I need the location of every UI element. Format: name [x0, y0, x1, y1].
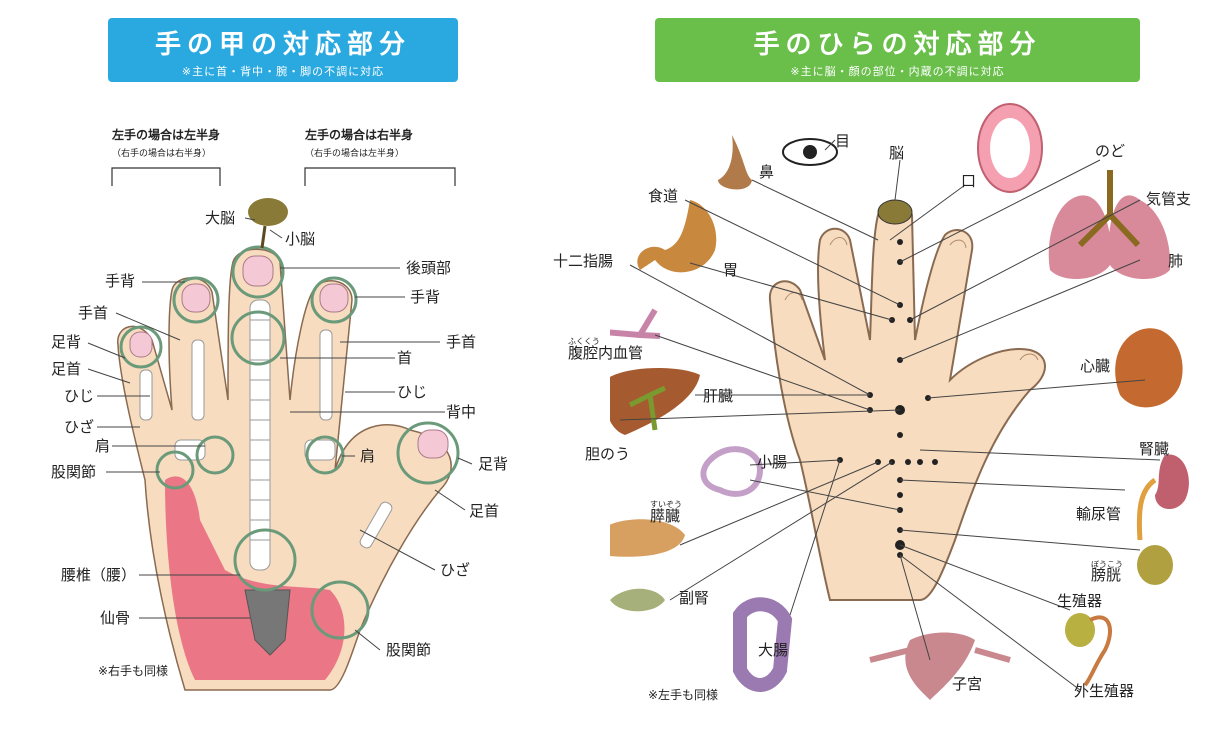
label-cerebellum: 小脳 — [285, 230, 316, 248]
palm-leader-lines — [619, 139, 1161, 691]
palm-panel: 手のひらの対応部分 ※主に脳・顔の部位・内蔵の不調に対応 — [553, 0, 1220, 732]
label-ankle-right: 足首 — [469, 502, 500, 520]
label-bladder-ruby: ぼうこう — [1091, 560, 1123, 569]
label-large-intestine: 大腸 — [758, 641, 789, 659]
label-gallbladder: 胆のう — [585, 445, 631, 463]
bladder-icon — [1137, 545, 1173, 585]
label-footback-left: 足背 — [51, 333, 82, 351]
back-of-hand-title: 手の甲の対応部分 — [154, 30, 411, 60]
back-of-hand-panel: 手の甲の対応部分 ※主に首・背中・腕・脚の不調に対応 左手の場合は左半身 （右手… — [51, 18, 509, 691]
label-ankle-left: 足首 — [51, 360, 82, 378]
palm-subtitle: ※主に脳・顔の部位・内蔵の不調に対応 — [790, 65, 1005, 78]
lung-icon — [1048, 170, 1171, 280]
eye-icon — [782, 138, 838, 166]
back-note: ※右手も同様 — [98, 664, 169, 678]
palm-brain-icon — [877, 199, 913, 225]
bracket-left-caption: 左手の場合は左半身 （右手の場合は右半身） — [112, 126, 220, 159]
kidney-icon — [1155, 454, 1189, 510]
label-reproductive: 生殖器 — [1057, 592, 1103, 610]
label-wrist-right: 手首 — [446, 333, 477, 351]
label-handback-right: 手背 — [410, 288, 441, 306]
label-ureter: 輸尿管 — [1076, 505, 1122, 523]
label-eye: 目 — [835, 132, 851, 150]
label-pancreas-ruby: すいぞう — [650, 500, 682, 509]
body-pink-area — [165, 476, 345, 680]
bracket-left-sub: （右手の場合は右半身） — [112, 149, 212, 159]
adrenal-icon — [610, 588, 665, 612]
reproductive-icon — [1065, 613, 1112, 687]
label-liver: 肝臓 — [703, 387, 734, 405]
label-handback-left: 手背 — [105, 272, 136, 290]
label-mouth: 口 — [961, 172, 977, 190]
mouth-icon — [977, 103, 1043, 193]
label-footback-right: 足背 — [478, 455, 509, 473]
label-throat: のど — [1095, 142, 1126, 160]
bracket-left — [111, 167, 221, 186]
stomach-icon — [637, 200, 717, 273]
label-elbow-right: ひじ — [397, 383, 428, 401]
label-lumbar: 腰椎（腰） — [61, 566, 137, 584]
back-of-hand-illustration — [87, 167, 473, 691]
label-hip-right: 股関節 — [386, 641, 432, 659]
label-elbow-left: ひじ — [64, 387, 95, 405]
label-stomach: 胃 — [723, 261, 739, 279]
bracket-right-caption: 左手の場合は右半身 （右手の場合は左半身） — [305, 126, 413, 159]
label-knee-left: ひざ — [64, 418, 95, 436]
back-of-hand-banner: 手の甲の対応部分 ※主に首・背中・腕・脚の不調に対応 — [108, 18, 458, 82]
label-knee-right: ひざ — [440, 561, 471, 579]
label-adrenal: 副腎 — [679, 589, 710, 607]
small-intestine-icon — [700, 446, 764, 497]
label-celiac-ruby: ふくくう — [568, 337, 600, 346]
vessel-icon — [610, 308, 661, 339]
bracket-right-sub: （右手の場合は左半身） — [305, 149, 405, 159]
label-duodenum: 十二指腸 — [553, 252, 614, 270]
label-small-intestine: 小腸 — [757, 453, 788, 471]
label-sacrum: 仙骨 — [100, 609, 131, 627]
finger-nails — [129, 255, 449, 459]
palm-note: ※左手も同様 — [648, 688, 719, 702]
label-heart: 心臓 — [1080, 357, 1111, 375]
bracket-right-title: 左手の場合は右半身 — [305, 128, 414, 142]
label-kidney: 腎臓 — [1139, 440, 1170, 458]
label-wrist-left: 手首 — [78, 304, 109, 322]
label-brain: 脳 — [889, 144, 905, 162]
fingertip-curls — [784, 237, 1039, 361]
palm-silhouette — [768, 202, 1046, 601]
ureter-icon — [1136, 477, 1157, 541]
label-esophagus: 食道 — [648, 187, 679, 205]
label-lung: 肺 — [1168, 252, 1184, 270]
uterus-icon — [869, 632, 1011, 700]
label-celiac: 腹腔内血管 — [568, 344, 644, 362]
palm-banner: 手のひらの対応部分 ※主に脳・顔の部位・内蔵の不調に対応 — [655, 18, 1140, 82]
brain-icon — [248, 198, 288, 226]
palm-illustration — [610, 103, 1189, 700]
label-hip-left: 股関節 — [51, 463, 97, 481]
back-leader-lines — [87, 217, 473, 651]
bracket-left-title: 左手の場合は左半身 — [112, 128, 221, 142]
label-shoulder-right: 肩 — [360, 447, 376, 465]
nose-icon — [718, 135, 752, 190]
label-shoulder-left: 肩 — [95, 437, 111, 455]
label-pancreas: 膵臓 — [650, 507, 681, 525]
bracket-right — [304, 167, 456, 186]
label-neck: 首 — [397, 349, 413, 367]
label-cerebrum: 大脳 — [205, 209, 236, 227]
label-nose: 鼻 — [759, 163, 775, 181]
label-bladder: 膀胱 — [1091, 566, 1122, 584]
liver-icon — [610, 368, 700, 435]
label-uterus: 子宮 — [952, 675, 983, 693]
pancreas-icon — [610, 519, 685, 557]
label-occipital: 後頭部 — [406, 259, 452, 277]
palm-title: 手のひらの対応部分 — [753, 30, 1042, 60]
heart-icon — [1115, 328, 1183, 408]
zone-circles — [119, 245, 460, 640]
organ-icons — [610, 103, 1189, 700]
back-of-hand-subtitle: ※主に首・背中・腕・脚の不調に対応 — [181, 65, 385, 78]
label-bronchi: 気管支 — [1146, 190, 1192, 208]
label-back: 背中 — [446, 403, 477, 421]
brainstem-icon — [260, 225, 267, 249]
spine — [244, 299, 291, 656]
label-external-genitals: 外生殖器 — [1074, 682, 1135, 700]
large-intestine-icon — [733, 597, 793, 692]
